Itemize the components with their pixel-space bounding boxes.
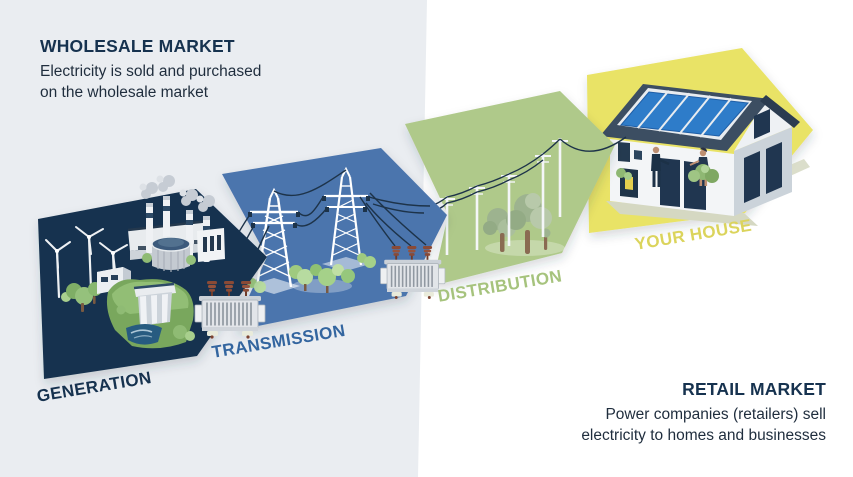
transmission-bushes [247, 253, 376, 293]
house-ground-shadow [606, 201, 758, 226]
service-drop-line [559, 136, 627, 152]
house-illustration [600, 84, 810, 226]
wholesale-market-description-line1: Electricity is sold and purchased [40, 63, 262, 80]
distribution-stage [405, 91, 627, 286]
transmission-tower-icon [250, 187, 298, 288]
retail-market-description-line1: Power companies (retailers) sell [605, 406, 826, 423]
retail-market-note: RETAIL MARKET Power companies (retailers… [581, 379, 826, 446]
hydro-dam-illustration [106, 279, 195, 349]
wholesale-market-title: WHOLESALE MARKET [40, 36, 235, 56]
storage-dome [151, 236, 191, 272]
transmission-tower-icon [324, 166, 368, 266]
solar-panel-icon [617, 88, 752, 140]
power-plant-illustration [127, 175, 225, 272]
house-bush [616, 164, 719, 183]
your-house-stage [587, 48, 813, 233]
utility-poles [422, 138, 568, 257]
generation-stage [38, 175, 267, 379]
chimney-smoke [139, 175, 215, 212]
utility-boxes [618, 142, 642, 198]
wholesale-market-description-line2: on the wholesale market [40, 84, 209, 101]
retail-market-description-line2: electricity to homes and businesses [581, 427, 826, 444]
distribution-trees [483, 193, 552, 254]
retail-market-title: RETAIL MARKET [682, 379, 826, 399]
wholesale-market-note: WHOLESALE MARKET Electricity is sold and… [40, 36, 261, 103]
